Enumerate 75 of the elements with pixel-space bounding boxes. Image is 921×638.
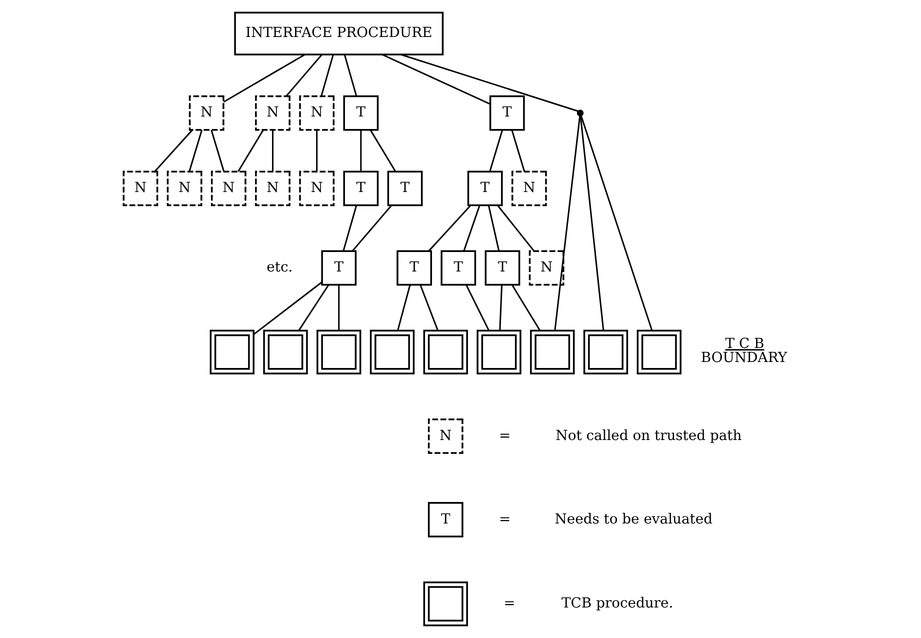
connector [381,54,490,105]
connector [360,130,362,172]
connector [237,130,264,172]
node-box: T [386,170,422,206]
label: T C B [724,336,764,352]
connector [487,205,500,251]
connector [462,205,480,252]
node-box: N [122,170,158,206]
label: = [503,595,515,612]
connector [252,282,322,335]
connector [496,205,534,252]
node-box: T [466,170,502,206]
connector [579,116,604,331]
connector [498,284,502,331]
legend-label: TCB procedure. [561,595,673,612]
label: = [498,428,510,444]
connector [342,205,357,252]
connector [320,54,334,96]
node-box [636,330,681,374]
node-dot [576,110,584,116]
connector [400,54,578,112]
node-box [209,330,254,374]
node-box: N [510,170,546,206]
node-box [369,330,414,374]
connector [488,130,503,172]
node-box: N [166,170,202,206]
label: = [498,511,510,528]
connector [396,284,410,331]
connector [510,130,525,172]
connector [222,54,305,103]
node-box: N [427,418,463,454]
node-box: N [254,95,290,131]
node-box [316,330,361,374]
node-box: N [298,95,334,131]
node-box [530,330,574,374]
node-box: N [298,170,334,206]
node-box [476,330,521,374]
connector [465,284,490,331]
node-box: N [528,250,564,286]
node-box: T [320,250,356,286]
connector [154,130,192,172]
connector [419,284,438,331]
node-box [422,330,468,374]
connector [298,284,329,331]
node-box: N [188,95,224,131]
node-box: N [254,170,290,206]
legend-label: Not called on trusted path [555,428,742,444]
node-box [582,330,628,374]
connector [580,115,652,331]
connector [369,130,396,172]
node-box: T [427,502,463,538]
node-box [262,330,308,374]
connector [554,116,580,331]
node-box: T [484,250,520,286]
label: BOUNDARY [700,350,787,366]
connector [428,205,470,252]
connector [271,130,273,172]
connector [188,130,202,172]
node-box: T [440,250,476,286]
label: etc. [266,260,292,276]
node-box: T [342,95,378,131]
legend-label: Needs to be evaluated [554,511,712,528]
connector [285,54,322,96]
node-box: T [488,95,524,131]
node-box [422,582,468,626]
node-box: T [396,250,432,286]
connector [352,205,392,252]
connector [316,130,318,172]
node-box: N [210,170,246,206]
connector [338,284,340,331]
connector [210,130,224,172]
node-box: T [342,170,378,206]
connector [343,54,357,96]
node-box: INTERFACE PROCEDURE [234,12,444,56]
connector [510,284,540,331]
